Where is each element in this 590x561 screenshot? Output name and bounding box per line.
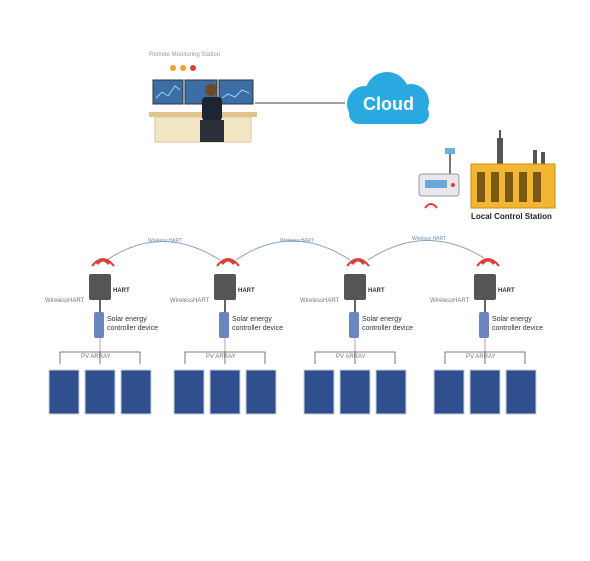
local-control-station-icon (418, 130, 556, 209)
operator-workstation-icon (149, 65, 257, 143)
hart-label: HART (368, 288, 385, 294)
node-tag: WirelessHART (430, 298, 470, 304)
controller-label-line-2: controller device (492, 325, 543, 332)
solar-node-icon (173, 258, 277, 415)
controller-label-line-2: controller device (232, 325, 283, 332)
node-tag: WirelessHART (300, 298, 340, 304)
controller-label-line-1: Solar energy (362, 316, 402, 323)
remote-station-title: Remote Monitoring Station (149, 52, 221, 58)
node-tag: WirelessHART (170, 298, 210, 304)
mesh-link-label-1: Wireless HART (148, 238, 183, 244)
solar-node-icon (48, 258, 152, 415)
station-cloud-link (255, 102, 345, 104)
solar-node-icon (433, 258, 537, 415)
field-node-4: WirelessHART HART Solar energy controlle… (430, 252, 555, 417)
pv-array-label: PV ARRAY (336, 354, 366, 360)
mesh-link-label-2: Wireless HART (280, 238, 315, 244)
controller-label-line-2: controller device (362, 325, 413, 332)
controller-label-line-1: Solar energy (232, 316, 272, 323)
pv-array-label: PV ARRAY (206, 354, 236, 360)
mesh-link-2 (235, 240, 351, 261)
mesh-link-1 (103, 241, 221, 263)
field-node-3: WirelessHART HART Solar energy controlle… (300, 252, 425, 417)
cloud-icon (347, 72, 429, 124)
wireless-mesh-links (103, 240, 485, 263)
hart-label: HART (498, 288, 515, 294)
node-tag: WirelessHART (45, 298, 85, 304)
controller-label-line-1: Solar energy (492, 316, 532, 323)
controller-label-line-2: controller device (107, 325, 158, 332)
cloud: Cloud (335, 68, 440, 128)
field-node-1: WirelessHART HART Solar energy controlle… (45, 252, 165, 417)
hart-label: HART (238, 288, 255, 294)
controller-label-line-1: Solar energy (107, 316, 147, 323)
solar-node-icon (303, 258, 407, 415)
field-node-2: WirelessHART HART Solar energy controlle… (170, 252, 295, 417)
pv-array-label: PV ARRAY (81, 354, 111, 360)
local-control-station: Local Control Station (415, 130, 565, 225)
local-control-station-label: Local Control Station (471, 212, 552, 221)
mesh-link-label-3: Wireless HART (412, 236, 447, 242)
cloud-label: Cloud (363, 94, 414, 114)
hart-label: HART (113, 288, 130, 294)
pv-array-label: PV ARRAY (466, 354, 496, 360)
remote-monitoring-station: Remote Monitoring Station (145, 50, 270, 150)
mesh-link-3 (367, 240, 485, 261)
